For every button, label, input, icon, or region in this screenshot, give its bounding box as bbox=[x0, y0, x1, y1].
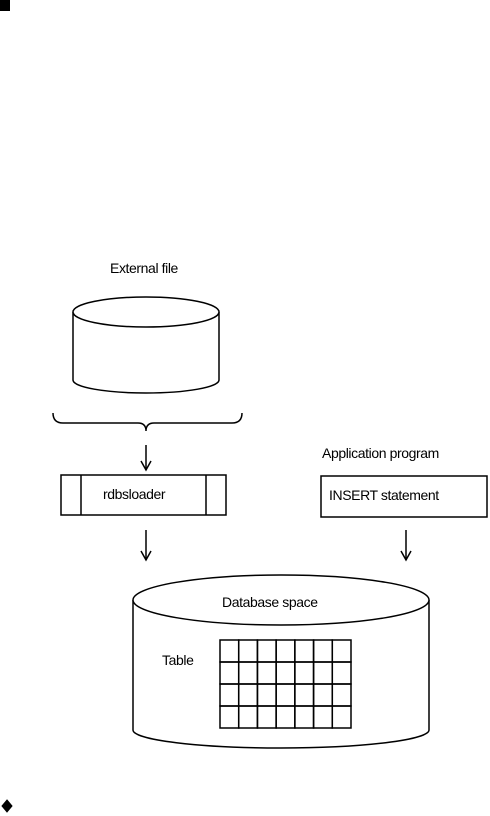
arrow-down-icon bbox=[400, 530, 412, 562]
rdbsloader-box bbox=[60, 474, 227, 516]
brace-icon bbox=[52, 412, 243, 432]
table-grid bbox=[219, 639, 352, 729]
external-file-cylinder-icon bbox=[72, 296, 220, 394]
database-space-cylinder-icon bbox=[132, 574, 430, 749]
arrow-down-icon bbox=[140, 445, 152, 472]
corner-square-icon bbox=[0, 0, 10, 11]
arrow-down-icon bbox=[140, 530, 152, 562]
diamond-bullet-icon bbox=[1, 799, 13, 813]
table-label: Table bbox=[162, 652, 194, 668]
table-cell bbox=[331, 705, 352, 729]
application-program-label: Application program bbox=[322, 445, 439, 461]
database-space-label: Database space bbox=[222, 594, 318, 610]
rdbsloader-label: rdbsloader bbox=[103, 486, 166, 502]
external-file-label: External file bbox=[110, 260, 179, 276]
insert-statement-box bbox=[320, 475, 488, 518]
insert-statement-label: INSERT statement bbox=[329, 487, 439, 503]
